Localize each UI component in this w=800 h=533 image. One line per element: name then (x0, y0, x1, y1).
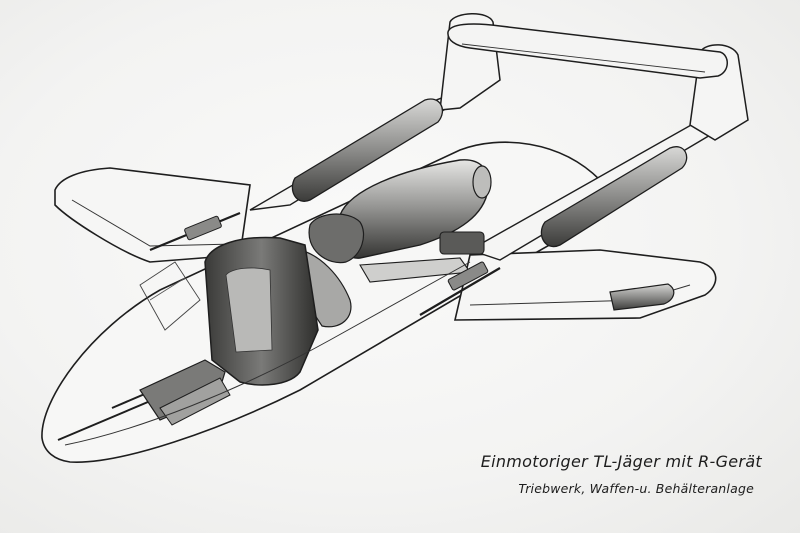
left-wing (54, 167, 251, 263)
left-wing-gun-body (184, 215, 222, 241)
right-wing-gun-body (447, 261, 489, 291)
rear-accessory-block (439, 231, 485, 255)
drawing-caption-subtitle: Triebwerk, Waffen-u. Behälteranlage (518, 481, 754, 496)
engine-exhaust (472, 165, 492, 199)
right-wing (453, 249, 717, 321)
right-boom-tank (540, 146, 688, 248)
canopy-frame (139, 261, 201, 331)
ammo-feed (159, 377, 231, 426)
engine-accessory-gear (308, 213, 365, 264)
left-boom-tank (291, 98, 443, 202)
canopy-frame-strut (149, 277, 186, 301)
fuselage-panel-line (64, 261, 471, 446)
left-wing-flap-line (71, 199, 236, 247)
tank-highlight (225, 267, 273, 353)
tailplane-hinge-line (461, 43, 706, 73)
drawing-caption-title: Einmotoriger TL-Jäger mit R-Gerät (480, 452, 762, 471)
right-wing-gun-barrel (419, 267, 501, 316)
horizontal-tailplane (447, 23, 728, 79)
right-wing-tip-pod (609, 283, 675, 311)
